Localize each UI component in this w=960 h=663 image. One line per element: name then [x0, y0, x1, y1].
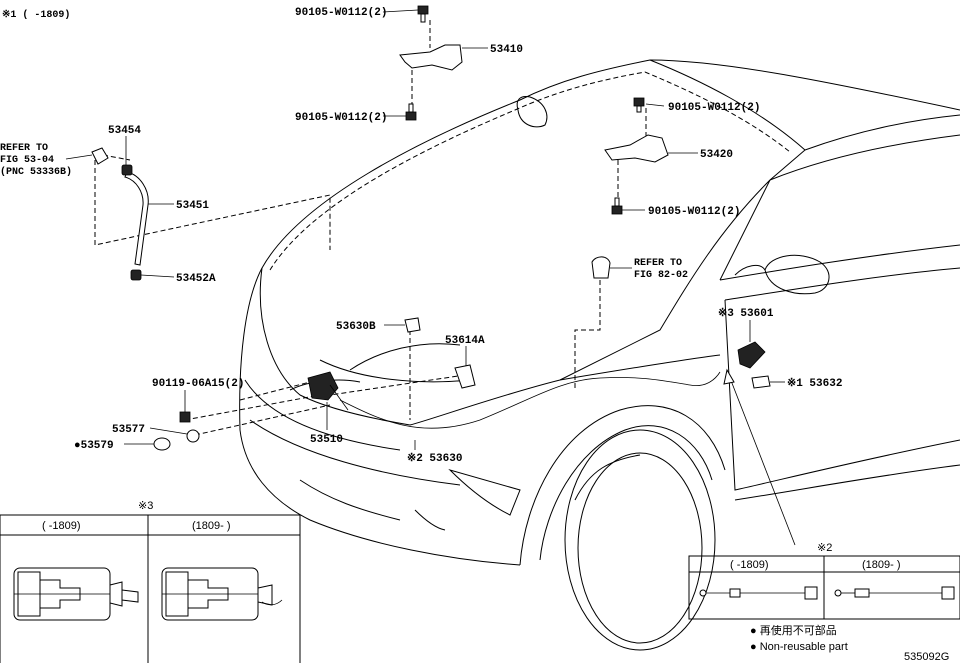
refer-53-line2: FIG 53-04 [0, 155, 54, 166]
hood-stay-holder [591, 256, 611, 279]
bolt-icon [633, 97, 645, 113]
inset-3: ※3 ( -1809) (1809- ) [0, 500, 301, 663]
inset3-right-range: (1809- ) [192, 520, 231, 532]
inset2-left-range: ( -1809) [730, 559, 769, 571]
inset2-right-range: (1809- ) [862, 559, 901, 571]
label-53452a: 53452A [176, 273, 216, 285]
vehicle-body [239, 59, 960, 651]
assembly-dashes [94, 20, 647, 436]
release-lever-new [161, 567, 283, 621]
hood-hinge-right [604, 134, 669, 163]
label-53420: 53420 [700, 149, 733, 161]
refer-82-line2: FIG 82-02 [634, 270, 688, 281]
lever-cover [751, 375, 771, 389]
cable-end-new [834, 586, 955, 600]
label-90105-right2: 90105-W0112(2) [648, 206, 740, 218]
legend: ● 再使用不可部品 ● Non-reusable part 535092G [750, 623, 949, 663]
hood-lock [307, 371, 339, 401]
bracket-refer-53-04 [91, 147, 109, 165]
release-lever [737, 341, 766, 369]
inset3-mark: ※3 [138, 500, 153, 512]
hood-hinge-left [399, 44, 463, 71]
label-53614a: 53614A [445, 335, 485, 347]
label-53632: ※1 53632 [787, 377, 842, 390]
cap [153, 437, 171, 451]
legend-japanese: ● 再使用不可部品 [750, 623, 837, 637]
release-lever-old [13, 567, 139, 621]
label-90105-top2: 90105-W0112(2) [295, 112, 387, 124]
refer-53-line1: REFER TO [0, 143, 48, 154]
bolt-icon [417, 5, 429, 23]
bolt-icon [405, 103, 417, 121]
hood-support-rod [124, 171, 149, 266]
label-53454: 53454 [108, 125, 141, 137]
label-53510: 53510 [310, 434, 343, 446]
label-53601: ※3 53601 [718, 307, 774, 320]
label-90105-top1: 90105-W0112(2) [295, 7, 387, 19]
label-53630b: 53630B [336, 321, 376, 333]
inset3-left-range: ( -1809) [42, 520, 81, 532]
label-90105-right1: 90105-W0112(2) [668, 102, 760, 114]
inset2-mark: ※2 [817, 542, 832, 554]
callout-labels: ※1 ( -1809) 90105-W0112(2) 53410 90105-W… [0, 7, 842, 465]
label-53451: 53451 [176, 200, 209, 212]
refer-53-line3: (PNC 53336B) [0, 166, 72, 178]
release-cable [339, 371, 721, 429]
striker-bracket [454, 364, 476, 389]
label-53410: 53410 [490, 44, 523, 56]
label-53579: ●53579 [74, 440, 114, 452]
grommet-icon [130, 269, 142, 281]
bolt-icon [611, 197, 623, 215]
parts [91, 5, 796, 546]
cushion [186, 429, 200, 443]
legend-english: ● Non-reusable part [750, 641, 848, 653]
header-note: ※1 ( -1809) [2, 9, 70, 21]
bolt-icon [179, 411, 191, 423]
figure-code: 535092G [904, 651, 949, 663]
cable-end-old [699, 586, 818, 600]
cable-clamp [404, 317, 421, 333]
clip-icon [121, 164, 133, 176]
refer-82-line1: REFER TO [634, 258, 682, 269]
label-53577: 53577 [112, 424, 145, 436]
label-90119: 90119-06A15(2) [152, 378, 244, 390]
label-53630: ※2 53630 [407, 452, 462, 465]
inset-2: ※2 ( -1809) (1809- ) [688, 542, 960, 620]
label-leaders [65, 9, 785, 450]
